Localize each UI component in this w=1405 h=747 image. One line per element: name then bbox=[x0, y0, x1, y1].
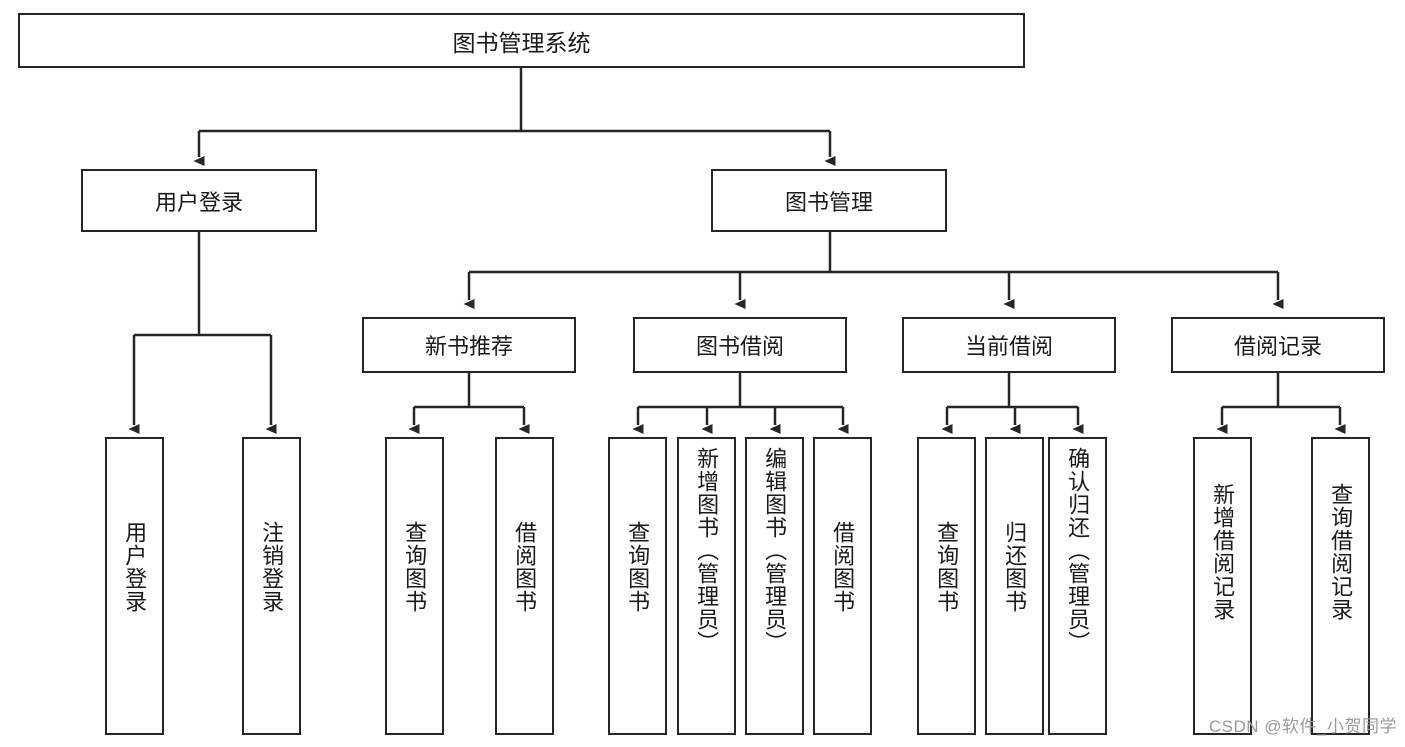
leaf-label: 查询图书 bbox=[625, 521, 651, 613]
leaf-label: 用户登录 bbox=[122, 521, 148, 613]
leaf-label: 编辑图书（管理员） bbox=[762, 447, 788, 654]
leaf-node-logout[interactable]: 注销登录 bbox=[242, 437, 301, 735]
leaf-label: 查询图书 bbox=[934, 521, 960, 613]
leaf-label: 借阅图书 bbox=[830, 521, 856, 613]
leaf-node-query-book-borrow[interactable]: 查询图书 bbox=[608, 437, 667, 735]
node-label: 图书借阅 bbox=[695, 334, 784, 359]
leaf-node-edit-book[interactable]: 编辑图书（管理员） bbox=[745, 437, 804, 735]
leaf-label: 新增借阅记录 bbox=[1210, 483, 1236, 621]
node-label: 图书管理 bbox=[784, 189, 873, 215]
leaf-node-add-borrow-record[interactable]: 新增借阅记录 bbox=[1193, 437, 1252, 735]
node-book-management[interactable]: 图书管理 bbox=[711, 169, 947, 232]
leaf-node-query-book-current[interactable]: 查询图书 bbox=[917, 437, 976, 735]
leaf-node-user-login[interactable]: 用户登录 bbox=[105, 437, 164, 735]
leaf-label: 查询图书 bbox=[402, 521, 428, 613]
leaf-label: 确认归还（管理员） bbox=[1065, 447, 1091, 654]
leaf-label: 注销登录 bbox=[259, 521, 285, 613]
leaf-node-query-borrow-record[interactable]: 查询借阅记录 bbox=[1311, 437, 1370, 735]
node-book-borrow[interactable]: 图书借阅 bbox=[633, 317, 847, 373]
leaf-label: 新增图书（管理员） bbox=[694, 447, 720, 654]
node-label: 借阅记录 bbox=[1233, 334, 1322, 359]
leaf-node-add-book[interactable]: 新增图书（管理员） bbox=[677, 437, 736, 735]
node-user-login[interactable]: 用户登录 bbox=[81, 169, 317, 232]
leaf-label: 借阅图书 bbox=[512, 521, 538, 613]
node-borrow-record[interactable]: 借阅记录 bbox=[1171, 317, 1385, 373]
watermark-text: CSDN @软件_小贺同学 bbox=[1208, 717, 1397, 736]
leaf-node-query-book-recommend[interactable]: 查询图书 bbox=[385, 437, 444, 735]
leaf-node-borrow-book[interactable]: 借阅图书 bbox=[813, 437, 872, 735]
node-label: 用户登录 bbox=[154, 189, 243, 215]
node-label: 当前借阅 bbox=[964, 334, 1053, 359]
node-label: 新书推荐 bbox=[424, 334, 513, 359]
node-current-borrow[interactable]: 当前借阅 bbox=[902, 317, 1116, 373]
node-label: 图书管理系统 bbox=[452, 29, 591, 56]
node-new-book-recommend[interactable]: 新书推荐 bbox=[362, 317, 576, 373]
leaf-label: 归还图书 bbox=[1002, 521, 1028, 613]
leaf-node-borrow-book-recommend[interactable]: 借阅图书 bbox=[495, 437, 554, 735]
leaf-node-confirm-return[interactable]: 确认归还（管理员） bbox=[1048, 437, 1107, 735]
leaf-node-return-book[interactable]: 归还图书 bbox=[985, 437, 1044, 735]
leaf-label: 查询借阅记录 bbox=[1328, 483, 1354, 621]
node-root-book-management-system[interactable]: 图书管理系统 bbox=[18, 13, 1025, 68]
